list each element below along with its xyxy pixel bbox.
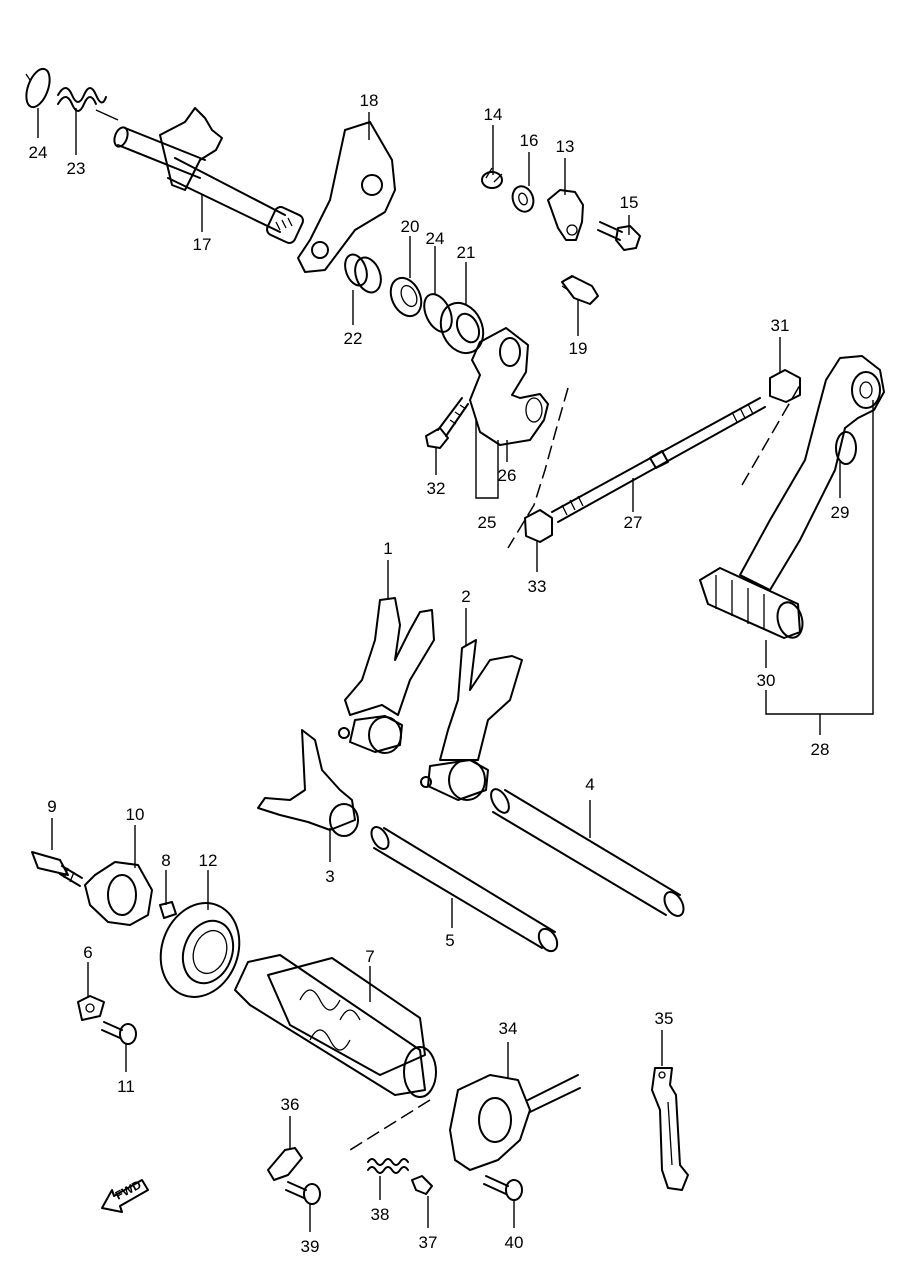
label-1: 1 [383,539,392,558]
label-22: 22 [344,329,363,348]
part-23-spring [57,87,119,121]
label-6: 6 [83,943,92,962]
label-28: 28 [811,740,830,759]
part-34-guide-plate [449,1074,581,1171]
part-21-oil-seal [439,301,485,355]
part-40-screw [483,1175,523,1201]
part-36-plate [267,1147,303,1181]
part-6-plate [77,995,105,1021]
leader-lines [37,108,874,1232]
label-23: 23 [67,159,86,178]
label-17: 17 [193,235,212,254]
label-35: 35 [655,1009,674,1028]
part-1-shift-fork [338,597,435,754]
part-38-spring [367,1158,409,1174]
part-26-lever [469,327,549,446]
label-13: 13 [556,137,575,156]
label-15: 15 [620,193,639,212]
label-7: 7 [365,947,374,966]
part-30-pedal-rubber [699,567,804,639]
label-19: 19 [569,339,588,358]
label-37: 37 [419,1233,438,1252]
label-8: 8 [161,851,170,870]
part-15-bolt [597,221,641,251]
part-14-clip [481,167,503,189]
part-2-shift-fork [420,639,523,801]
label-2: 2 [461,587,470,606]
part-18-shift-arm [297,121,396,273]
part-labels: 1 2 3 4 5 6 7 8 9 10 11 12 13 14 15 16 1… [29,91,850,1256]
part-33-nut [524,509,553,543]
label-33: 33 [528,577,547,596]
part-13-plate [547,189,584,241]
dash-line-7-37 [349,1099,431,1151]
label-21: 21 [457,243,476,262]
part-17-gearshift-shaft [113,107,304,244]
fwd-arrow-icon: FWD [101,1177,149,1213]
part-39-screw [285,1181,321,1205]
part-22-bush [344,253,382,294]
label-39: 39 [301,1237,320,1256]
label-10: 10 [126,805,145,824]
part-27-tie-rod [551,397,766,523]
part-3-shift-fork [257,729,359,837]
part-5-fork-shaft [370,826,559,953]
label-38: 38 [371,1205,390,1224]
label-3: 3 [325,867,334,886]
part-9-bolt [31,851,83,887]
label-34: 34 [499,1019,518,1038]
part-4-fork-shaft [490,788,685,917]
label-24b: 24 [426,229,445,248]
part-8-pin [159,901,177,919]
part-16-washer [511,185,535,213]
label-20: 20 [401,217,420,236]
label-26: 26 [498,466,517,485]
part-31-nut [769,369,801,403]
dash-line-26-27 [507,387,569,549]
part-12-bearing [159,902,241,998]
label-32: 32 [427,479,446,498]
label-27: 27 [624,513,643,532]
part-19-pin [561,275,599,305]
label-4: 4 [585,775,594,794]
part-24-circlip-b [423,293,453,333]
label-16: 16 [520,131,539,150]
part-37-pin [411,1175,433,1195]
label-40: 40 [505,1233,524,1252]
label-36: 36 [281,1095,300,1114]
label-11: 11 [117,1077,135,1096]
part-32-bolt [425,397,469,449]
label-14: 14 [484,105,503,124]
label-18: 18 [360,91,379,110]
part-24-circlip [25,67,51,109]
part-7-gearshift-cam [234,954,437,1098]
label-30: 30 [757,671,776,690]
label-29: 29 [831,503,850,522]
label-25: 25 [478,513,497,532]
label-9: 9 [47,797,56,816]
part-11-screw [101,1021,137,1045]
label-24a: 24 [29,143,48,162]
part-28-shift-lever [739,355,885,591]
part-10-cam-stopper [84,861,153,926]
label-5: 5 [445,931,454,950]
part-35-clip [651,1067,689,1191]
label-12: 12 [199,851,218,870]
label-31: 31 [771,316,790,335]
part-20-washer [389,276,423,318]
